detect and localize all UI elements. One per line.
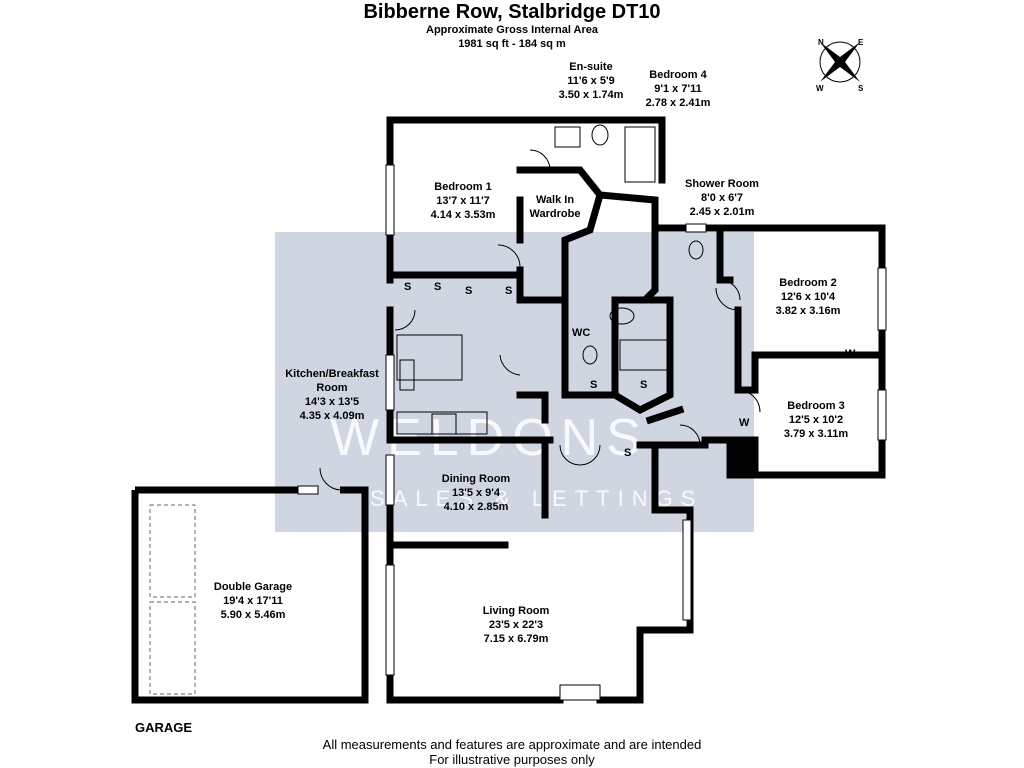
garage-section-label: GARAGE bbox=[135, 720, 193, 735]
door-bed1 bbox=[497, 244, 521, 268]
storage-label: S bbox=[404, 281, 412, 293]
wc-toilet bbox=[582, 345, 598, 365]
garage-door-lower bbox=[149, 601, 196, 695]
window-bed3 bbox=[877, 389, 887, 441]
compass-e: E bbox=[858, 38, 864, 47]
door-hall bbox=[559, 444, 601, 466]
wall-dining-east2 bbox=[516, 391, 549, 424]
plan-area: 1981 sq ft - 184 sq m bbox=[458, 38, 566, 50]
wall-hall-south bbox=[645, 405, 685, 425]
wardrobe-label: W bbox=[845, 348, 856, 360]
ensuite-basin bbox=[554, 126, 581, 148]
door-bed2 bbox=[715, 287, 739, 311]
compass-needle-ew bbox=[820, 42, 860, 82]
compass-rose bbox=[819, 41, 861, 83]
watermark-tagline: SALES & LETTINGS bbox=[370, 486, 704, 511]
compass-ring bbox=[819, 41, 861, 83]
door-ensuite bbox=[529, 149, 551, 171]
storage-label: S bbox=[505, 285, 513, 297]
sink bbox=[399, 359, 415, 391]
window-kitchen bbox=[385, 354, 395, 411]
wall-hall bbox=[561, 191, 659, 399]
garage-door-upper bbox=[149, 504, 196, 598]
wall-bed-2-3-outline bbox=[718, 224, 886, 272]
wc-label: WC bbox=[572, 327, 591, 339]
door-hall-south bbox=[679, 424, 701, 446]
door-dining bbox=[499, 354, 521, 376]
window-garage bbox=[297, 485, 319, 495]
compass-s: S bbox=[858, 84, 864, 93]
footer-disclaimer-2: For illustrative purposes only bbox=[429, 752, 595, 767]
wall-wc bbox=[610, 296, 674, 414]
ensuite-toilet bbox=[591, 124, 609, 146]
compass-w: W bbox=[816, 84, 824, 93]
shower-toilet bbox=[688, 240, 704, 260]
storage-label: S bbox=[590, 379, 598, 391]
wall-shower bbox=[651, 224, 734, 284]
window-shower bbox=[685, 223, 707, 233]
wall-pillar bbox=[726, 436, 754, 479]
wall-hall-east bbox=[636, 436, 734, 449]
window-living-bay bbox=[682, 519, 692, 621]
compass-n: N bbox=[818, 38, 824, 47]
door-garage bbox=[319, 467, 341, 491]
wall-bedroom1-north bbox=[386, 116, 666, 184]
fireplace bbox=[559, 684, 601, 701]
wall-bed3-east bbox=[751, 436, 886, 479]
plan-subtitle: Approximate Gross Internal Area bbox=[426, 24, 598, 36]
garage-walls bbox=[131, 486, 369, 704]
bath bbox=[624, 126, 656, 183]
storage-label: S bbox=[624, 447, 632, 459]
window-bed1 bbox=[385, 164, 395, 236]
watermark-band bbox=[275, 232, 754, 532]
wall-walkin bbox=[516, 166, 604, 304]
outer-walls bbox=[386, 116, 886, 704]
footer-disclaimer-1: All measurements and features are approx… bbox=[322, 737, 702, 752]
wall-living-south bbox=[596, 441, 694, 704]
wardrobe-label: W bbox=[739, 417, 750, 429]
storage-label: S bbox=[465, 285, 473, 297]
kitchen-worktop bbox=[396, 334, 463, 381]
door-kitchen bbox=[394, 309, 416, 331]
windows bbox=[297, 164, 887, 701]
doors bbox=[319, 149, 761, 491]
wall-bed2-west bbox=[734, 306, 886, 394]
hob bbox=[431, 413, 457, 435]
window-bed2 bbox=[877, 267, 887, 331]
storage-label: S bbox=[434, 281, 442, 293]
plan-title: Bibberne Row, Stalbridge DT10 bbox=[363, 1, 661, 23]
door-bed3 bbox=[737, 389, 761, 413]
kitchen-worktop-south bbox=[396, 411, 488, 435]
garage-doors bbox=[149, 504, 196, 695]
storage-label: S bbox=[640, 379, 648, 391]
window-dining bbox=[385, 454, 395, 506]
door-shower bbox=[719, 279, 741, 301]
garage-outline bbox=[131, 486, 369, 704]
wc-basin bbox=[609, 307, 635, 325]
window-living-west bbox=[385, 564, 395, 676]
shower-tray bbox=[619, 339, 669, 371]
fixtures bbox=[396, 124, 704, 435]
